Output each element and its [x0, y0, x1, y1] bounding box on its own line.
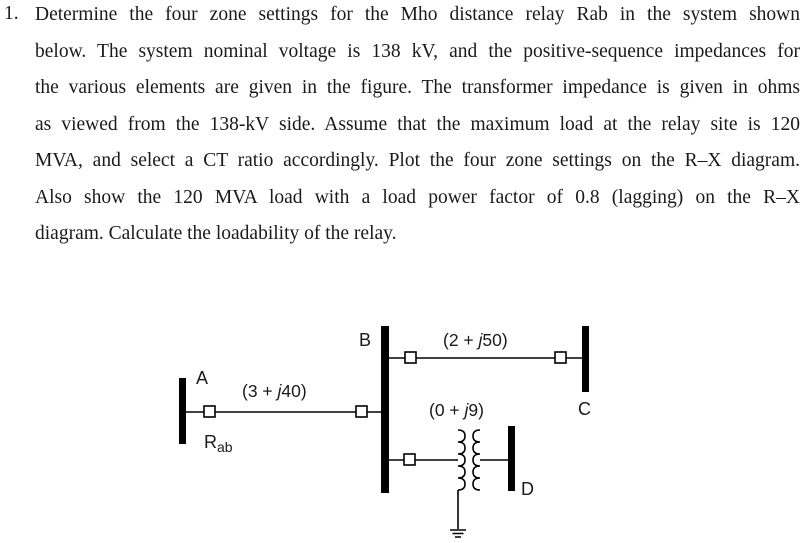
relay-label: Rab — [204, 432, 233, 455]
problem-line-7: diagram. Calculate the loadability of th… — [35, 223, 397, 244]
bus-a — [179, 378, 186, 444]
bus-a-label: A — [196, 368, 208, 388]
bus-c-label: C — [578, 399, 591, 419]
problem-number: 1. — [4, 3, 19, 24]
square-breaker-icon — [404, 351, 417, 364]
problem-line-3: the various elements are given in the fi… — [35, 77, 800, 98]
line-bc — [389, 351, 582, 364]
transformer-coil-icon — [457, 429, 508, 529]
relay-label-sub: ab — [217, 439, 233, 455]
problem-line-2: below. The system nominal voltage is 138… — [35, 40, 800, 62]
impedance-bc-label: (2 + j50) — [443, 330, 508, 350]
bus-c — [582, 326, 589, 392]
impedance-transformer-label: (0 + j9) — [429, 400, 484, 420]
bus-b — [381, 326, 389, 493]
ground-icon — [450, 529, 466, 538]
problem-line-6: Also show the 120 MVA load with a load p… — [35, 186, 800, 208]
square-breaker-icon — [403, 453, 416, 466]
problem-line-5: MVA, and select a CT ratio accordingly. … — [35, 150, 800, 171]
problem-line-4: as viewed from the 138-kV side. Assume t… — [35, 113, 800, 135]
bus-d-label: D — [521, 479, 534, 499]
square-breaker-icon — [203, 405, 216, 418]
square-breaker-icon — [554, 351, 567, 364]
problem-line-1: Determine the four zone settings for the… — [35, 4, 800, 25]
relay-label-main: R — [204, 432, 217, 452]
impedance-ab-label: (3 + j40) — [242, 381, 307, 401]
line-b-transformer — [389, 453, 458, 466]
bus-b-label: B — [359, 330, 371, 350]
line-ab — [186, 405, 381, 418]
square-breaker-icon — [355, 405, 368, 418]
bus-d — [508, 426, 515, 491]
